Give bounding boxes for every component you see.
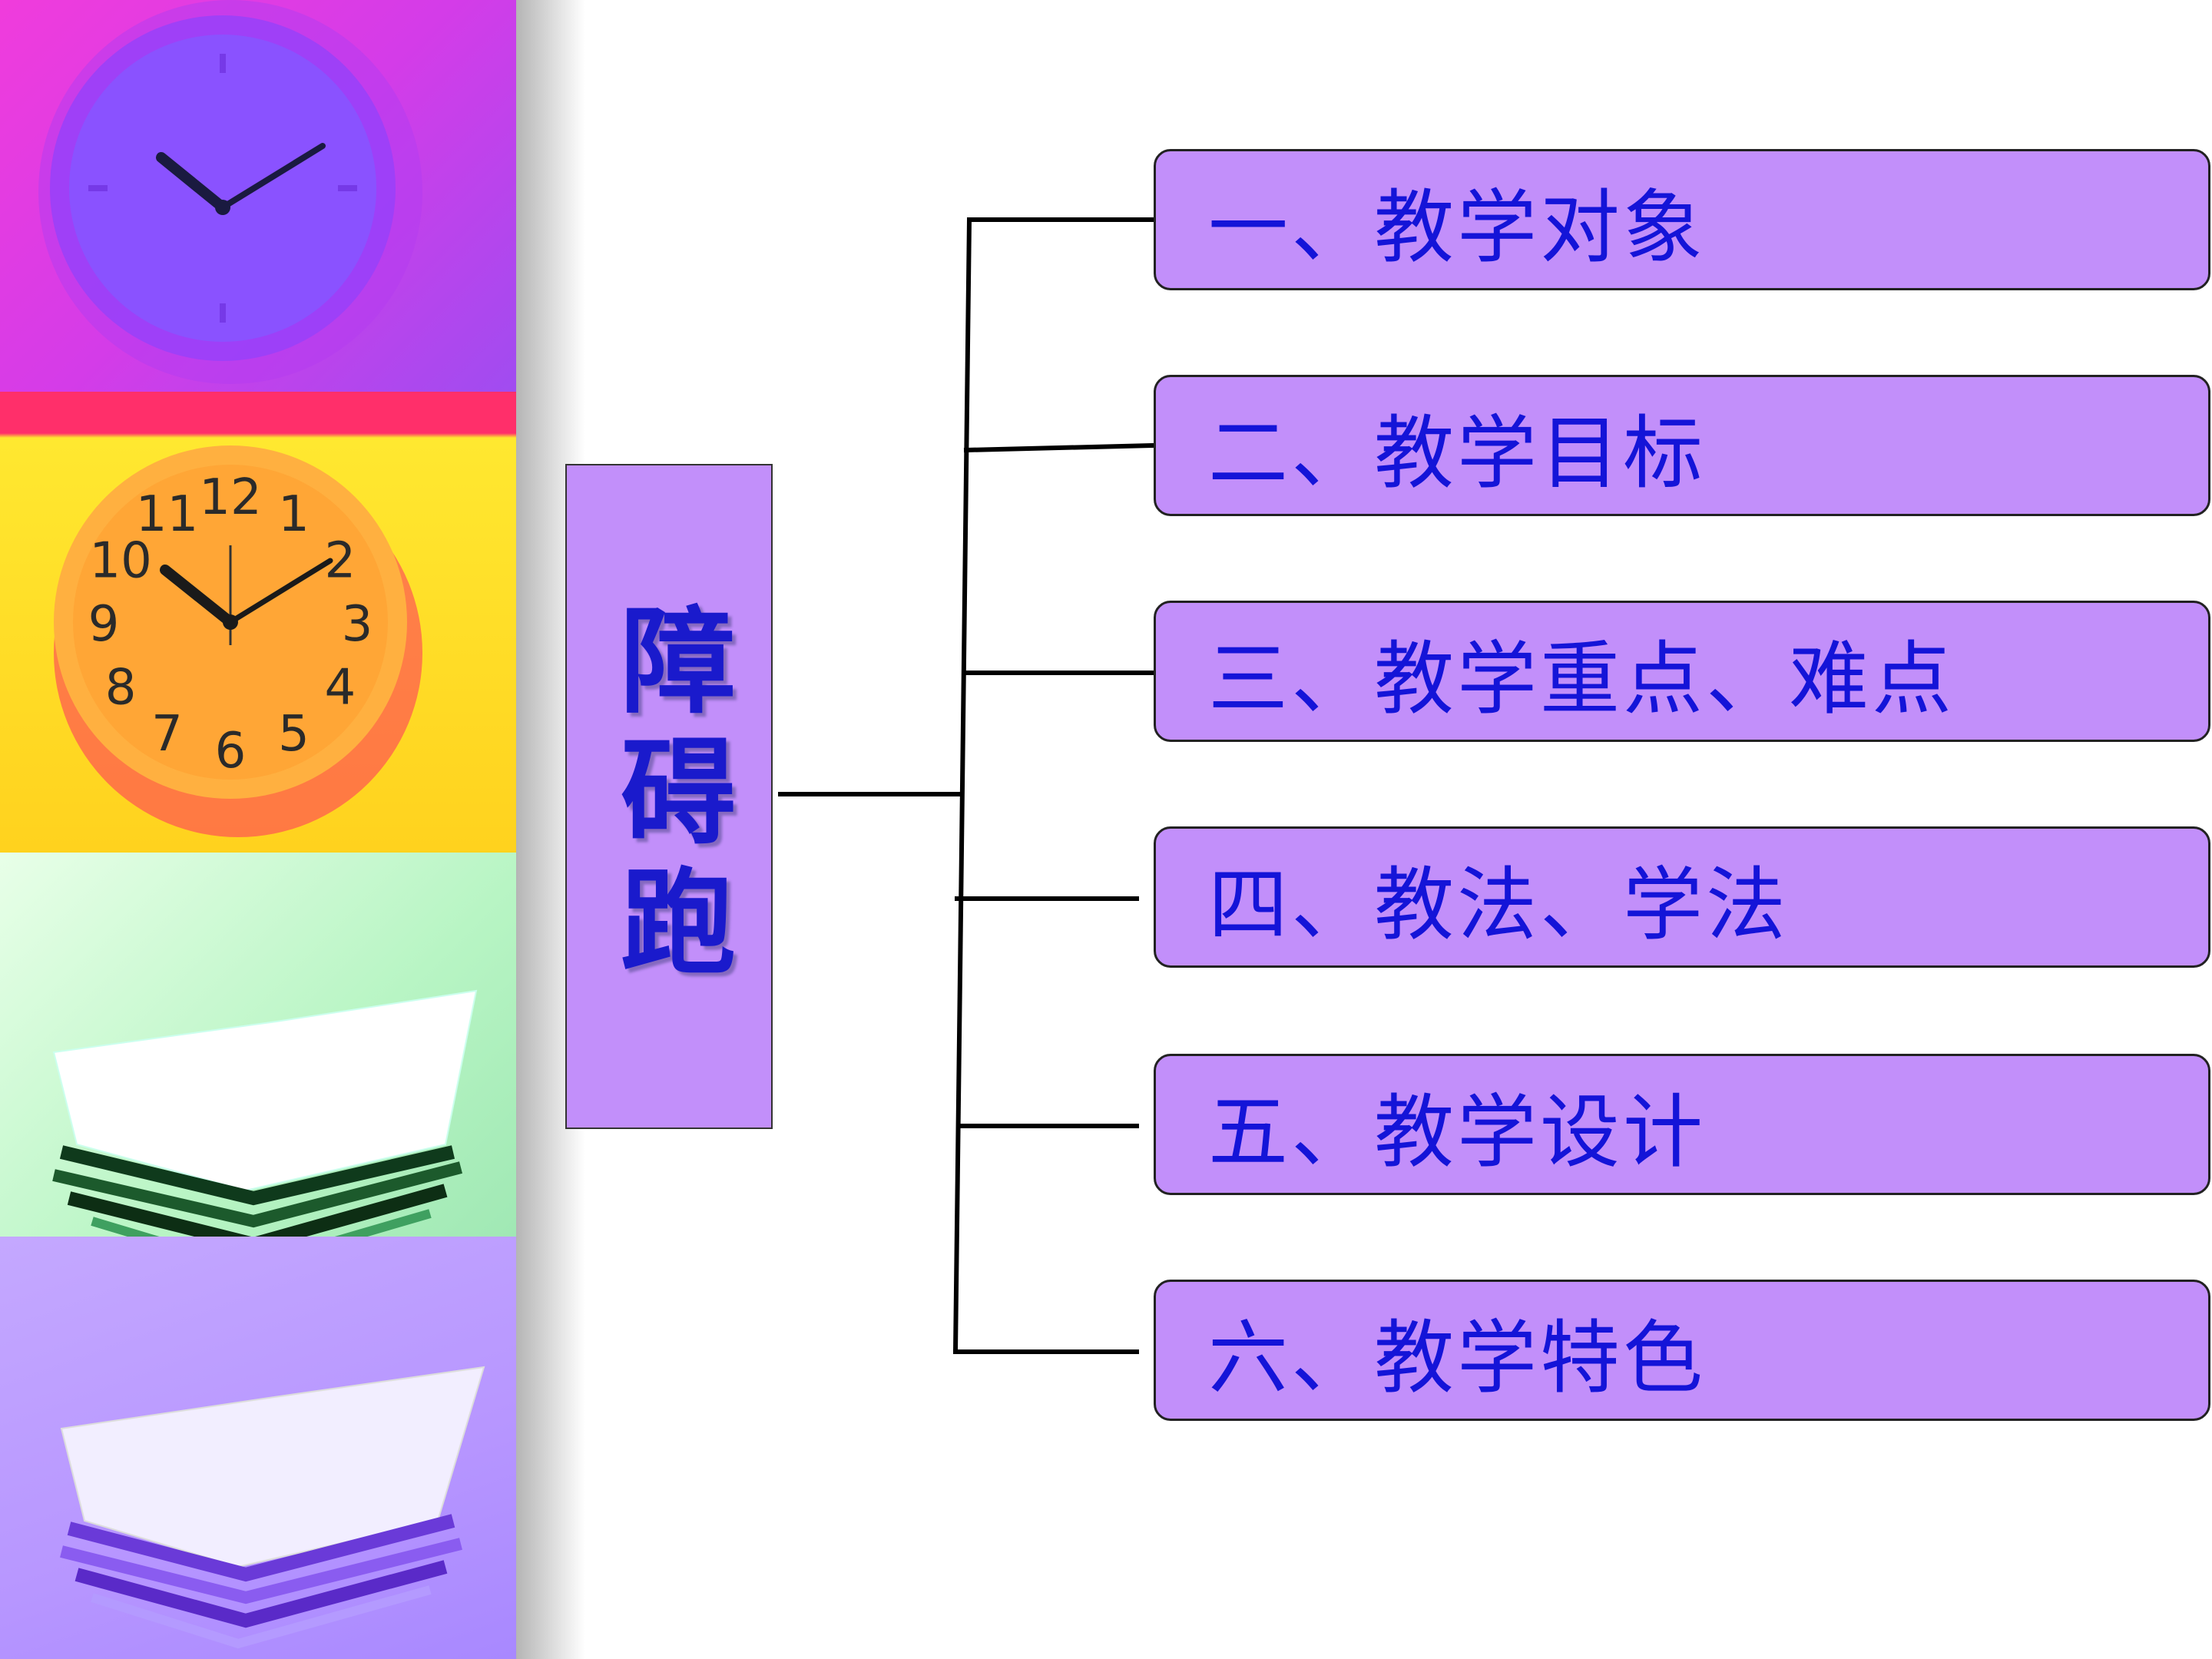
- purple-books-panel: [0, 1237, 516, 1659]
- branch-node-6: 六、教学特色: [1154, 1280, 2210, 1421]
- clock-numeral: 7: [151, 706, 183, 763]
- clock-numeral: 4: [325, 660, 356, 717]
- branch-label: 二、教学目标: [1208, 406, 1707, 500]
- branch-node-5: 五、教学设计: [1154, 1054, 2210, 1195]
- books-icon: [60, 1366, 485, 1649]
- branch-node-2: 二、教学目标: [1154, 375, 2210, 516]
- branch-connector: [963, 442, 1157, 453]
- branch-label: 六、教学特色: [1208, 1310, 1707, 1405]
- green-books-panel: [0, 853, 516, 1237]
- books-icon: [52, 989, 478, 1237]
- clock-numeral: 5: [278, 706, 310, 763]
- clock-numeral: 11: [136, 486, 198, 543]
- branch-node-4: 四、教法、学法: [1154, 826, 2210, 968]
- branch-label: 五、教学设计: [1208, 1084, 1707, 1179]
- clock-numeral: 9: [88, 596, 120, 653]
- clock-numeral: 10: [89, 533, 151, 590]
- clock-numeral: 3: [342, 596, 373, 653]
- root-node: 障碍跑: [565, 464, 773, 1129]
- root-label: 障碍跑: [601, 601, 737, 992]
- clock-numeral: 6: [215, 723, 247, 780]
- clock-numeral: 8: [105, 660, 137, 717]
- branch-node-1: 一、教学对象: [1154, 149, 2210, 290]
- branch-label: 四、教法、学法: [1208, 857, 1790, 952]
- clock-numeral: 12: [199, 469, 261, 526]
- trunk-line: [952, 217, 972, 1355]
- branch-label: 一、教学对象: [1208, 180, 1707, 274]
- clock-icon: [38, 0, 422, 384]
- clock-numeral: 1: [278, 486, 310, 543]
- branch-label: 三、教学重点、难点: [1208, 631, 1955, 726]
- magenta-clock-panel: [0, 0, 516, 392]
- branch-node-3: 三、教学重点、难点: [1154, 601, 2210, 742]
